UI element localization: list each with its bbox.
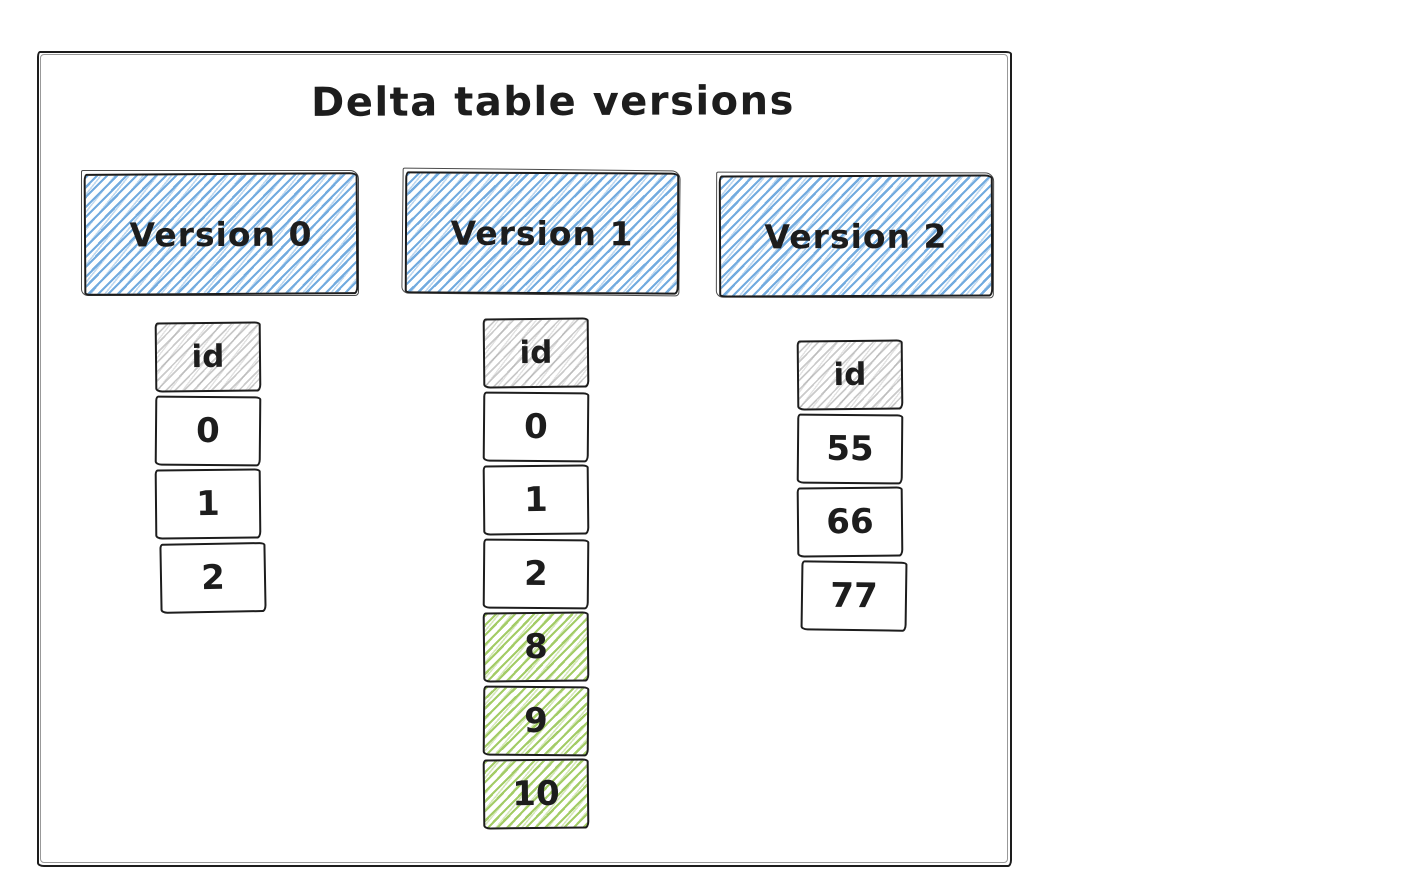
table-cell: 0: [154, 395, 262, 466]
version-0-header: Version 0: [83, 172, 359, 296]
table-cell: 1: [154, 468, 262, 540]
version-0-id-column: id 0 1 2: [154, 321, 267, 614]
version-1-header: Version 1: [404, 171, 680, 295]
version-0-header-label: Version 0: [129, 213, 313, 255]
table-cell: 55: [796, 413, 904, 484]
table-cell: 9: [482, 685, 590, 756]
diagram-frame: Delta table versions Version 0 Version 1…: [37, 51, 1012, 867]
diagram-title: Delta table versions: [311, 78, 795, 126]
version-1-id-column: id 0 1 2 8 9 10: [482, 317, 590, 830]
table-cell: 10: [482, 758, 590, 830]
version-1-header-label: Version 1: [450, 213, 634, 253]
version-2-header: Version 2: [718, 174, 994, 298]
id-column-header: id: [796, 339, 904, 411]
table-cell: 2: [482, 538, 590, 609]
table-cell: 8: [482, 611, 590, 683]
id-column-header: id: [482, 317, 590, 389]
table-cell: 77: [800, 559, 908, 632]
table-cell: 66: [796, 486, 904, 558]
table-cell: 2: [159, 541, 267, 614]
table-cell: 0: [482, 391, 590, 462]
table-cell: 1: [482, 464, 590, 536]
id-column-header: id: [154, 321, 262, 393]
version-2-header-label: Version 2: [764, 216, 948, 256]
version-2-id-column: id 55 66 77: [796, 339, 908, 632]
